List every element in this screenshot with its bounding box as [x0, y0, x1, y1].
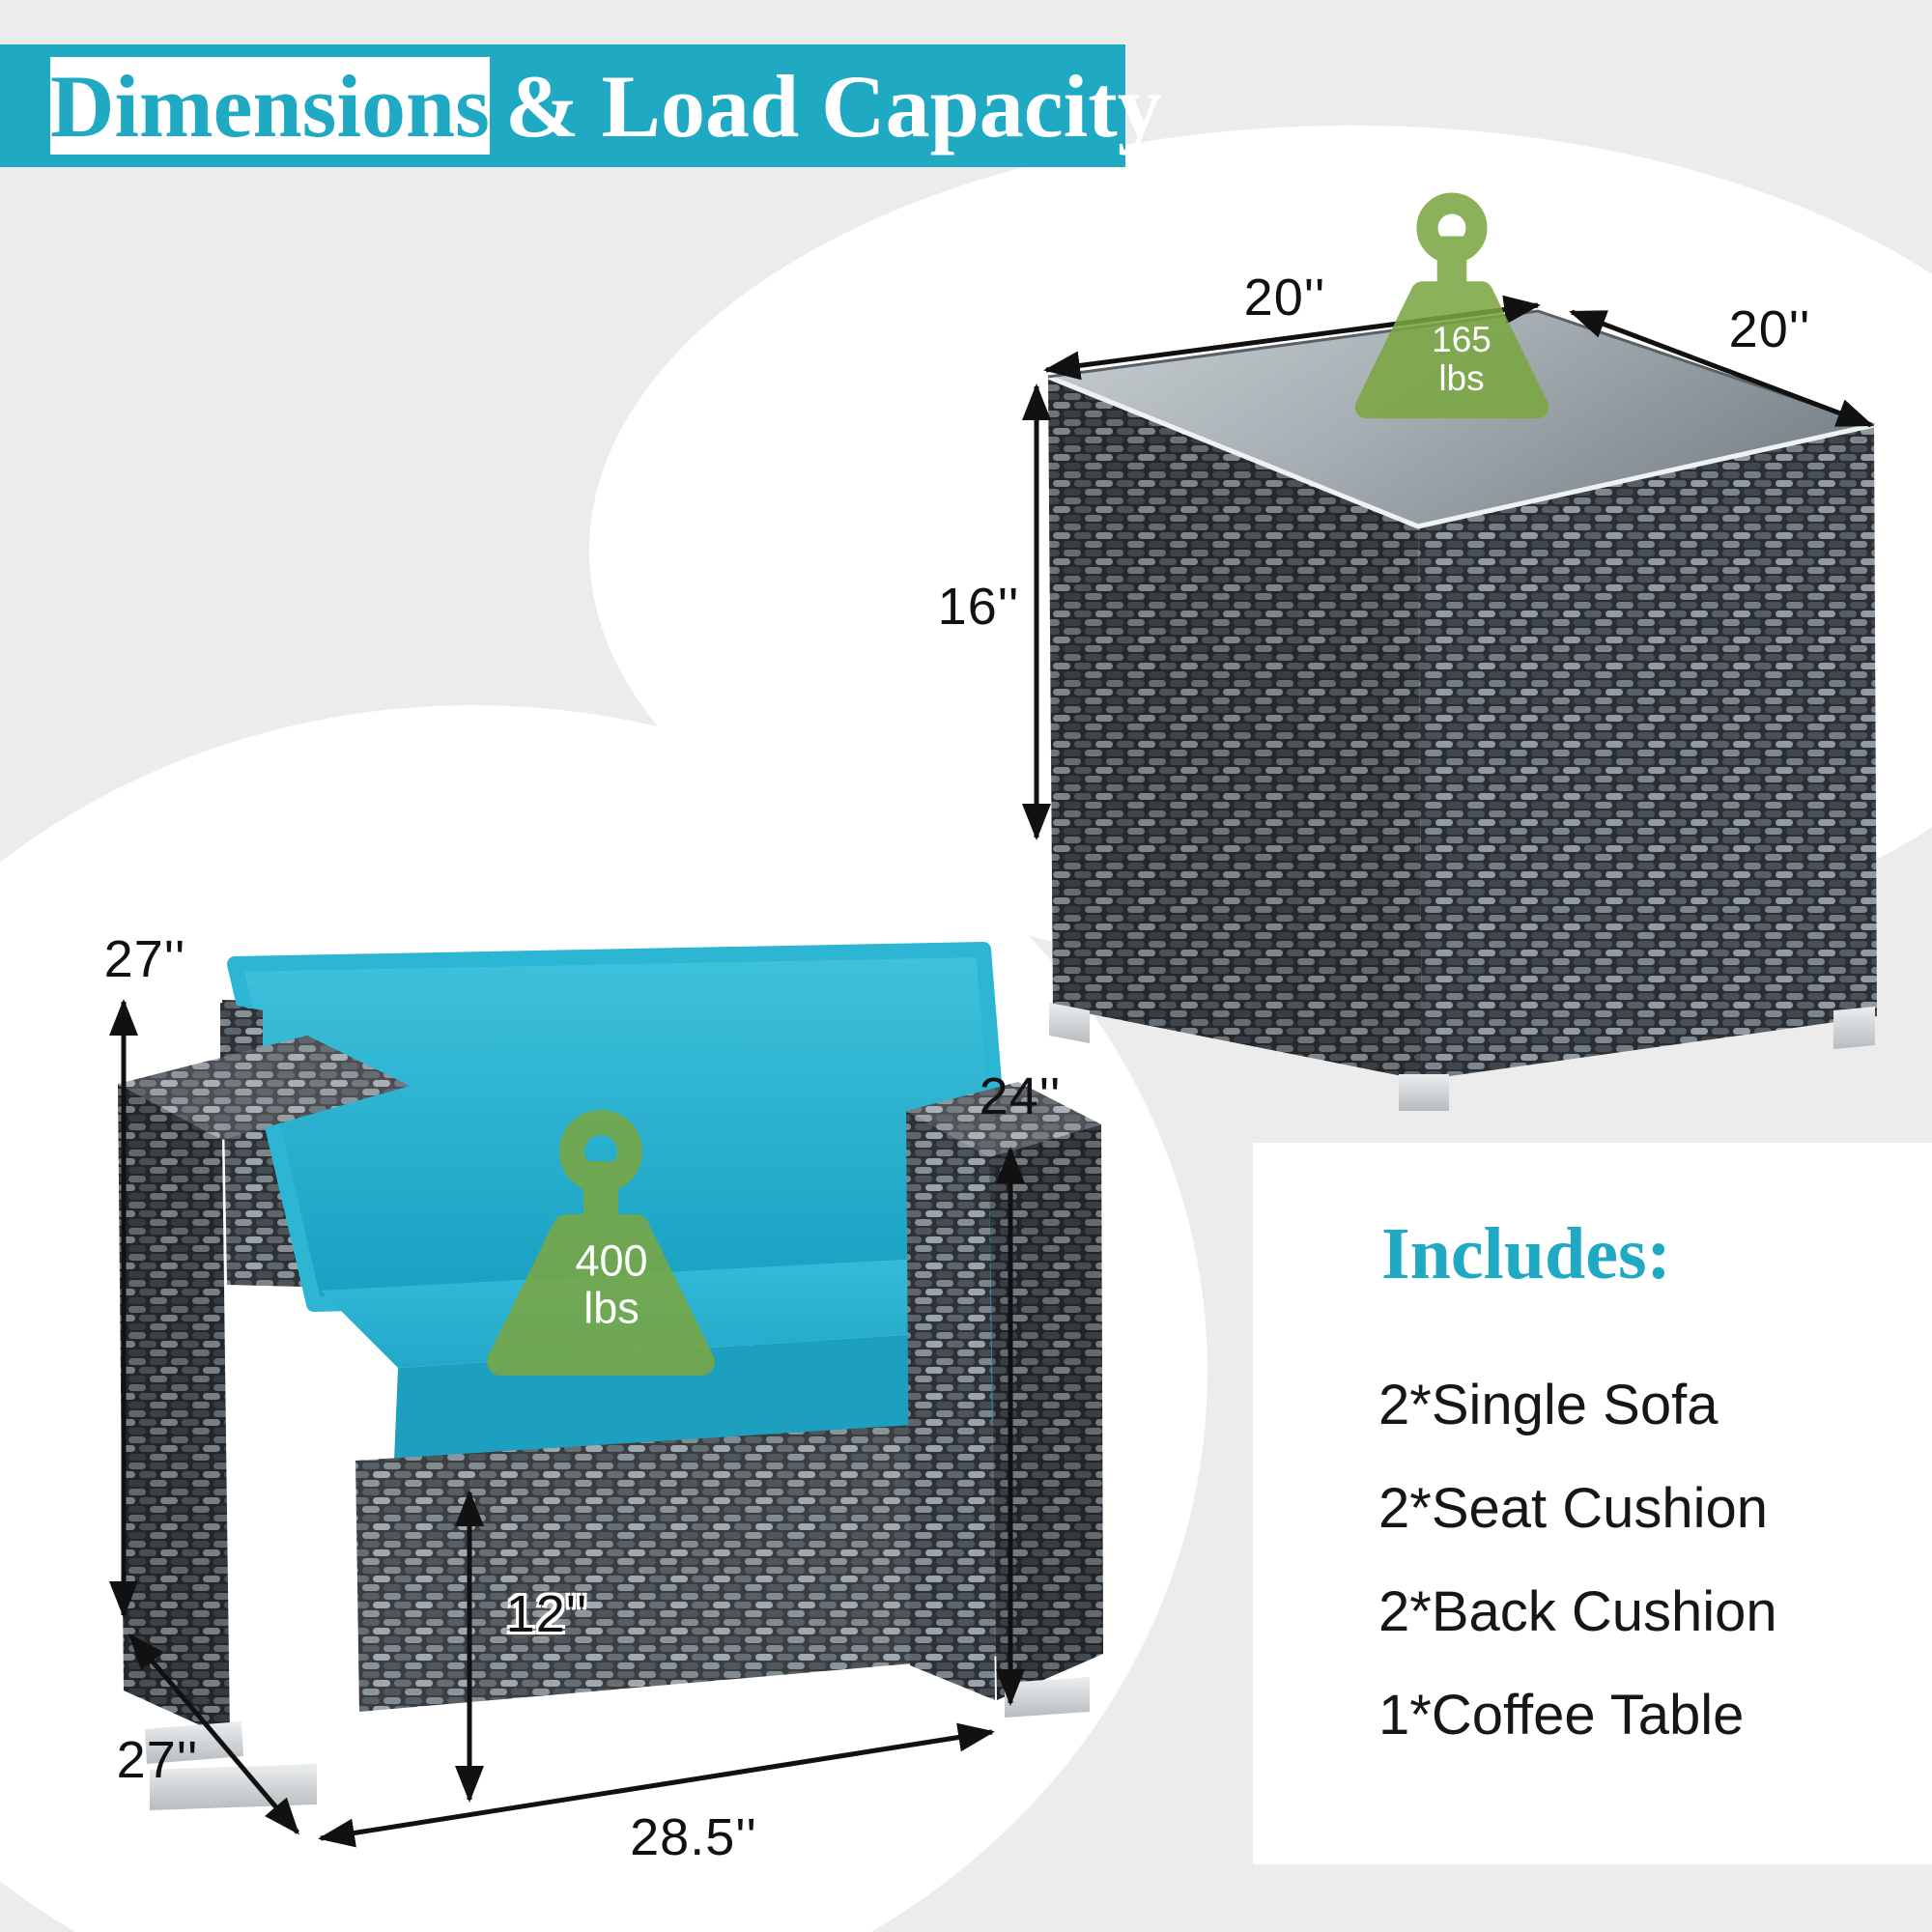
title-highlight-text: Dimensions	[50, 56, 490, 156]
includes-list: 2*Single Sofa 2*Seat Cushion 2*Back Cush…	[1378, 1353, 1777, 1767]
list-item: 2*Seat Cushion	[1378, 1477, 1769, 1540]
list-item: 1*Coffee Table	[1378, 1684, 1745, 1747]
sofa-load-value: 400	[575, 1236, 648, 1286]
sofa-load-unit: lbs	[583, 1283, 639, 1332]
list-item: 2*Back Cushion	[1378, 1580, 1777, 1643]
table-height-label: 16''	[937, 578, 1020, 636]
table-depth-label: 20''	[1728, 300, 1811, 358]
table-width-label: 20''	[1243, 269, 1326, 327]
weight-icon	[1354, 192, 1549, 419]
table-depth-arrow	[1569, 309, 1874, 428]
sofa-depth-label: 27''	[116, 1731, 199, 1789]
sofa-width-arrow	[318, 1722, 995, 1848]
title-banner: Dimensions & Load Capacity	[0, 44, 1162, 167]
sofa-depth-arrow	[128, 1633, 299, 1835]
includes-heading: Includes:	[1381, 1213, 1671, 1294]
coffee-table-photo	[1047, 309, 1877, 1111]
table-load-capacity: 165 lbs	[1432, 321, 1492, 398]
sofa-arm-height-label: 24''	[979, 1067, 1062, 1125]
sofa-height-label: 27''	[103, 930, 186, 988]
table-load-unit: lbs	[1438, 358, 1485, 398]
sofa-dimension-arrows	[109, 999, 1025, 1848]
sofa-width-label: 28.5''	[630, 1808, 757, 1866]
title-rest-text: & Load Capacity	[504, 56, 1162, 156]
list-item: 2*Single Sofa	[1378, 1374, 1719, 1436]
sofa-load-capacity: 400 lbs	[575, 1237, 647, 1331]
table-load-value: 165	[1432, 320, 1492, 360]
includes-panel: Includes: 2*Single Sofa 2*Seat Cushion 2…	[1253, 1143, 1932, 1864]
sofa-seat-height-label: 12''	[505, 1585, 588, 1643]
title-highlight-box: Dimensions	[50, 57, 490, 155]
weight-icon	[487, 1110, 715, 1376]
